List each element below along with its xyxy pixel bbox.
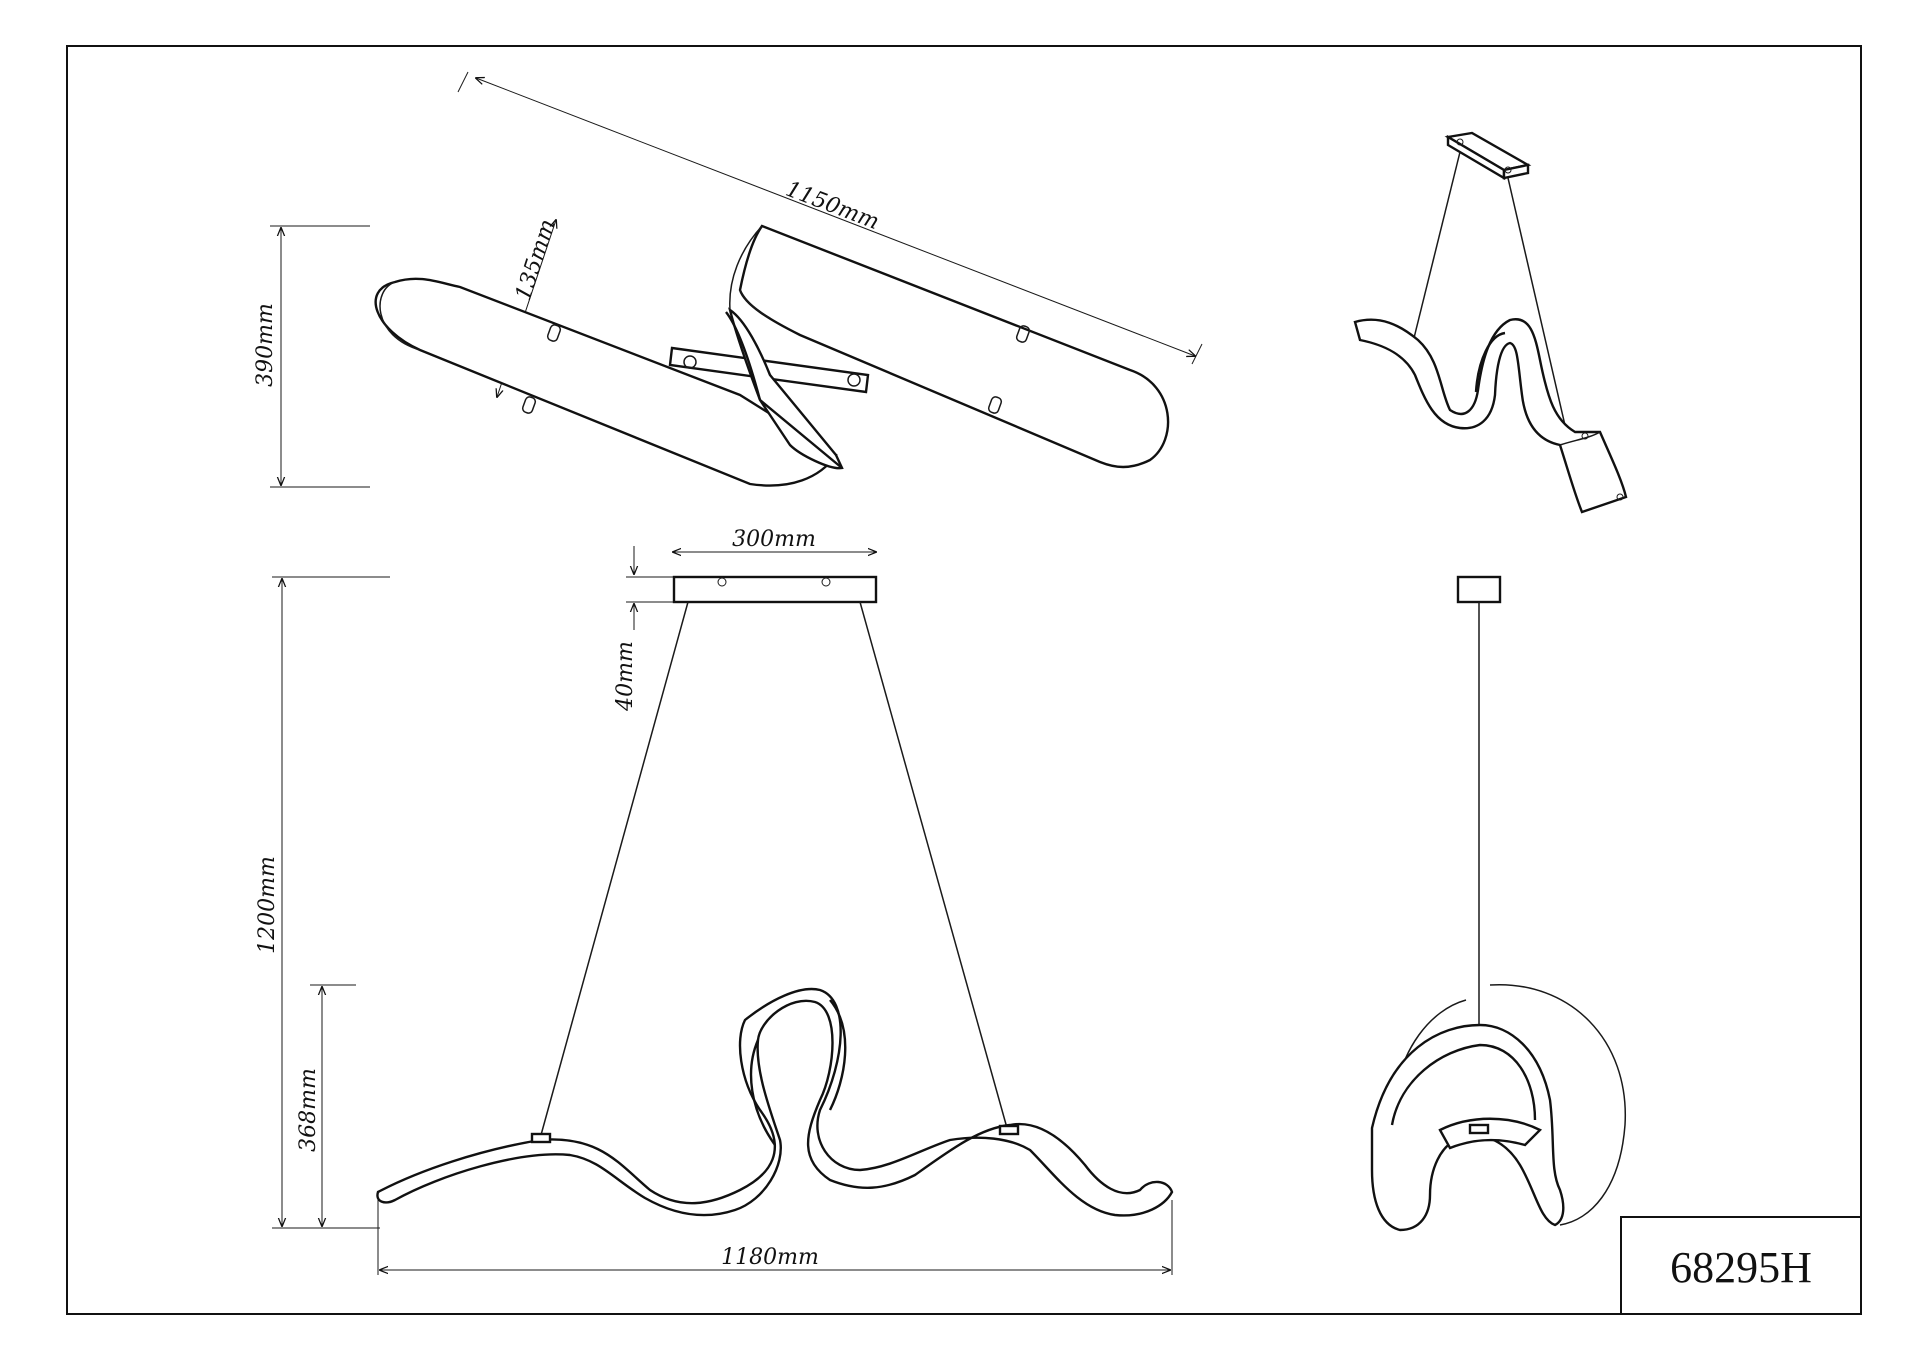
top-view: 1150mm 135mm 390mm (253, 71, 1203, 488)
title-block: 68295H (1620, 1216, 1862, 1315)
dimension-canopy-height: 40mm (613, 546, 674, 712)
dim-label-40: 40mm (613, 641, 638, 712)
side-view (1370, 575, 1626, 1232)
front-view: 300mm 40mm 1200mm 368mm (255, 527, 1174, 1275)
dimension-top-height: 390mm (253, 225, 370, 488)
drawing-frame (66, 45, 1862, 1315)
product-code: 68295H (1670, 1243, 1812, 1292)
perspective-view (1353, 131, 1628, 514)
perspective-ribbon (1353, 318, 1628, 514)
dim-label-1200: 1200mm (255, 856, 280, 954)
ribbon-twist (728, 307, 844, 470)
dimension-body-height: 368mm (296, 984, 356, 1226)
dim-label-368: 368mm (296, 1068, 321, 1152)
dimension-overall-width: 1180mm (377, 1200, 1173, 1275)
dimension-overall-height: 1200mm (255, 576, 390, 1229)
dim-label-390: 390mm (253, 303, 278, 387)
front-canopy (672, 575, 878, 604)
ribbon-left-segment (374, 277, 838, 487)
dim-label-135: 135mm (511, 216, 561, 303)
dim-label-1150: 1150mm (782, 177, 882, 235)
dim-label-1180: 1180mm (721, 1245, 819, 1270)
dim-label-300: 300mm (732, 527, 816, 552)
side-canopy (1456, 575, 1502, 604)
dimension-canopy-width: 300mm (673, 527, 876, 552)
ribbon-right-segment (738, 224, 1170, 469)
front-ribbon (376, 987, 1174, 1217)
